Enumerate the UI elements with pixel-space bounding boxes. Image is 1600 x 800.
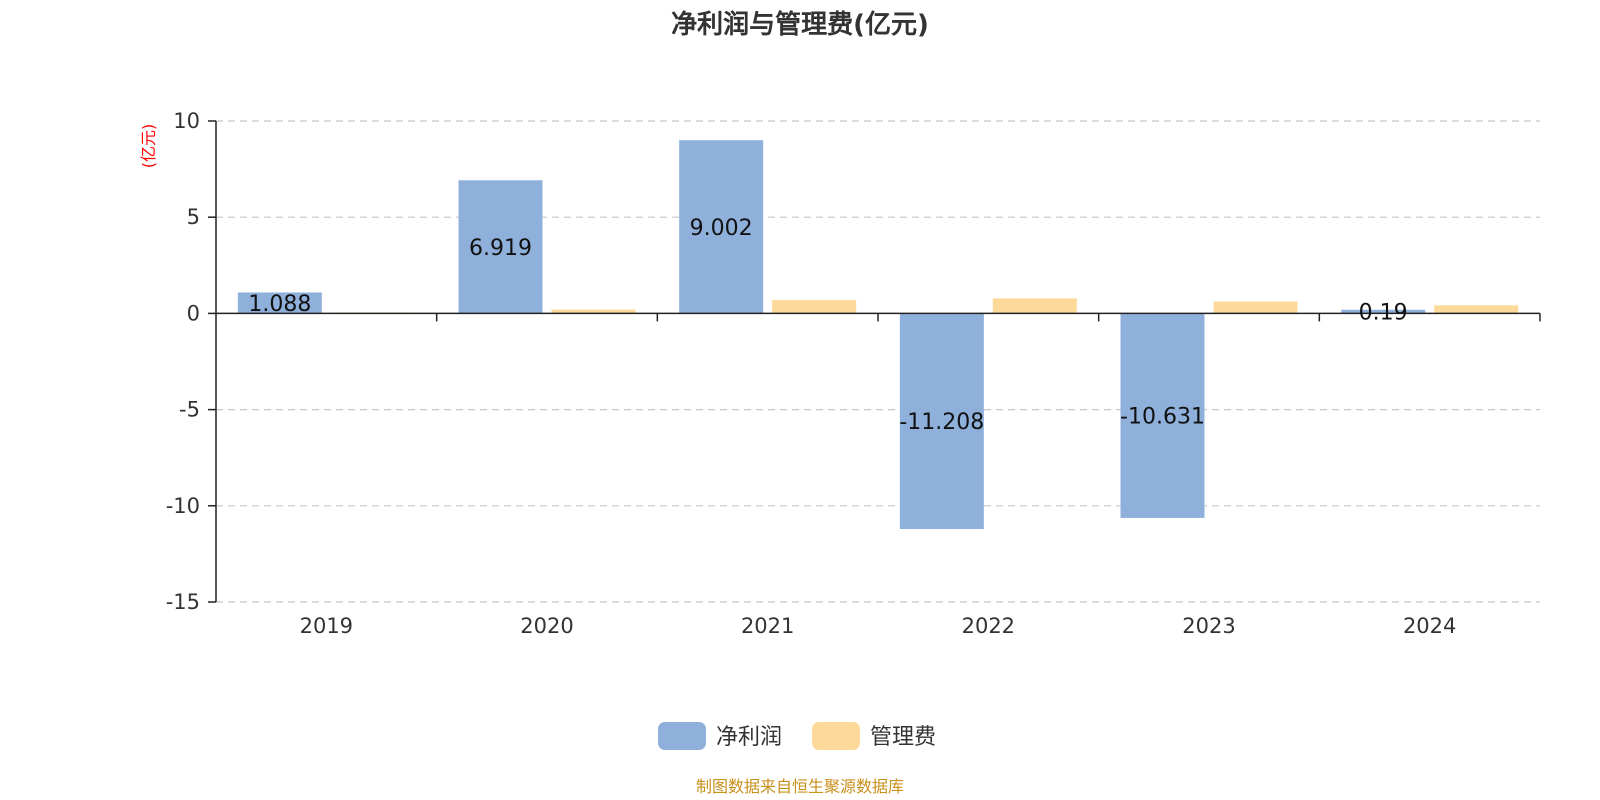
x-tick-label: 2019 [300,614,353,638]
y-tick-label: 10 [173,109,200,133]
axes: 10 5 0 -5 -10 -15 2019 2020 2021 2022 2023 2024 [166,109,1541,638]
bar-admin-expense-2020[interactable] [551,309,636,314]
bar-net-profit-2022[interactable] [899,313,984,530]
legend-label: 管理费 [870,725,936,750]
data-label: 9.002 [690,216,753,241]
y-tick-label: -15 [166,590,200,614]
bar-net-profit-2023[interactable] [1120,313,1205,518]
source-note: 制图数据来自恒生聚源数据库 [696,777,904,796]
legend-swatch [658,722,706,750]
x-tick-label: 2022 [962,614,1015,638]
legend-label: 净利润 [716,725,782,750]
data-label: -10.631 [1120,405,1205,430]
data-label: -11.208 [899,410,984,435]
x-tick-label: 2020 [520,614,573,638]
bar-admin-expense-2023[interactable] [1213,301,1298,314]
bar-admin-expense-2021[interactable] [772,299,857,314]
bar-net-profit-2019[interactable] [237,292,322,314]
bar-net-profit-2021[interactable] [679,140,764,314]
data-labels: 1.088 6.919 9.002 -11.208 -10.631 0.19 [248,216,1407,435]
y-tick-label: -5 [179,398,200,422]
bar-admin-expense-2022[interactable] [992,298,1077,314]
y-axis-unit-label: (亿元) [139,124,158,169]
data-label: 6.919 [469,236,532,261]
legend-item-admin-expense[interactable]: 管理费 [812,722,936,750]
x-tick-label: 2024 [1403,614,1456,638]
bar-admin-expense-2024[interactable] [1434,305,1519,314]
x-tick-label: 2023 [1182,614,1235,638]
x-tick-label: 2021 [741,614,794,638]
legend-item-net-profit[interactable]: 净利润 [658,722,782,750]
data-label: 0.19 [1359,301,1408,326]
bar-net-profit-2024[interactable] [1341,309,1426,314]
bars [237,140,1519,530]
chart-title: 净利润与管理费(亿元) [671,9,929,40]
data-label: 1.088 [248,292,311,317]
y-tick-label: 5 [187,205,200,229]
grid [216,120,1540,603]
legend-swatch [812,722,860,750]
y-tick-label: 0 [187,301,200,325]
legend[interactable]: 净利润 管理费 [658,722,936,750]
y-tick-label: -10 [166,494,200,518]
bar-net-profit-2020[interactable] [458,180,543,314]
